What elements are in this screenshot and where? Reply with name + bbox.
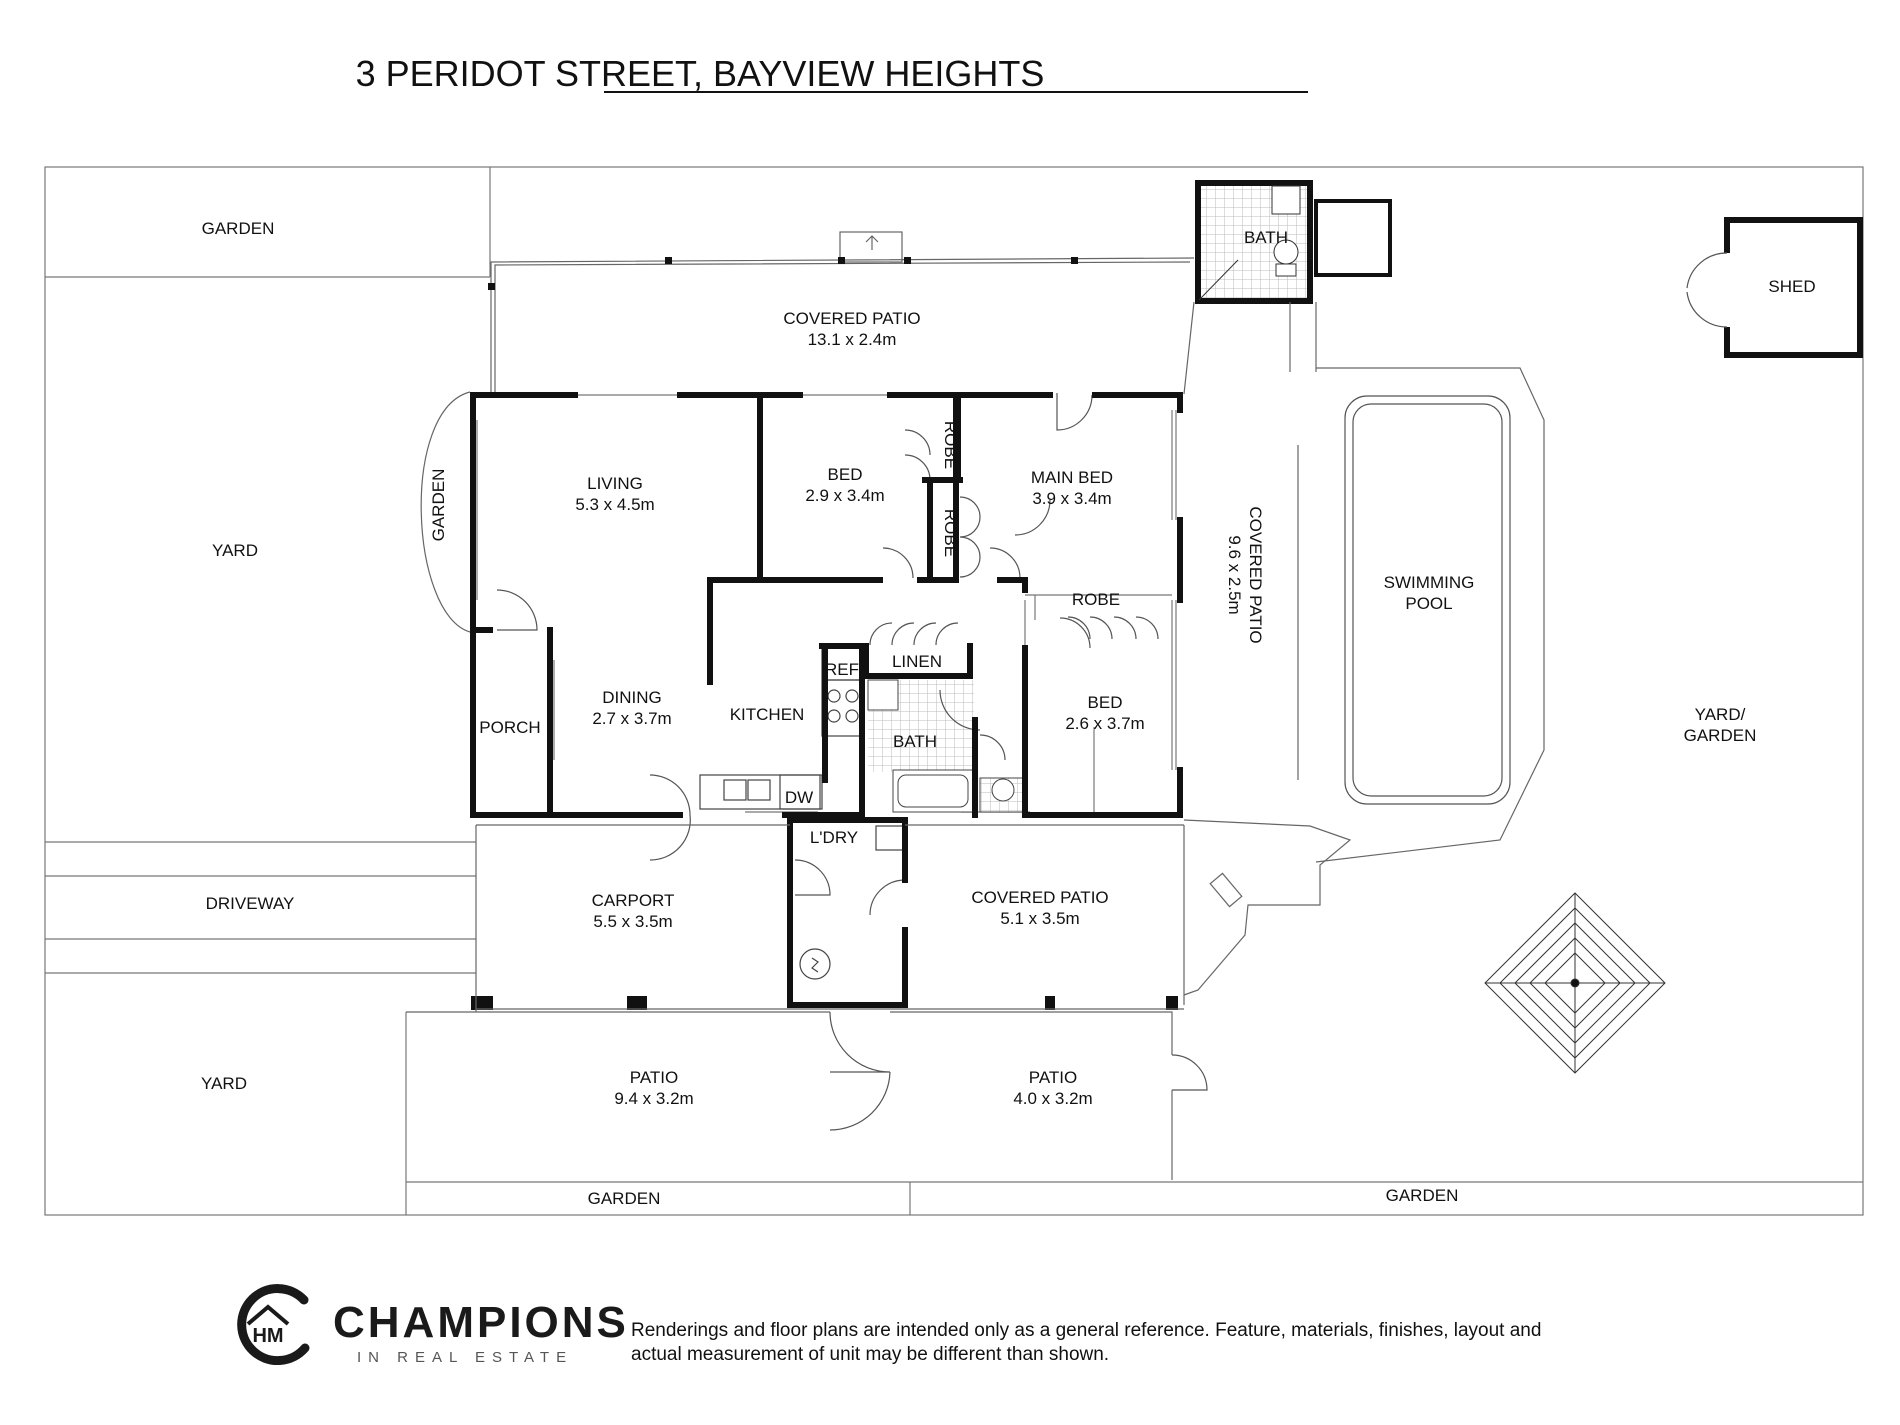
swimming-pool	[1344, 395, 1511, 805]
dw-label: DW	[785, 788, 813, 807]
living-name: LIVING	[587, 474, 643, 493]
shed	[1686, 217, 1863, 358]
robe-2-label: ROBE	[941, 509, 960, 557]
patio-left-size: 9.4 x 3.2m	[614, 1089, 693, 1108]
carport-size: 5.5 x 3.5m	[593, 912, 672, 931]
brand-logo: HM	[237, 1284, 310, 1366]
patio-left-name: PATIO	[630, 1068, 679, 1087]
laundry-fittings	[799, 825, 905, 980]
side-garden-bay	[420, 391, 471, 633]
garden-side-label: GARDEN	[429, 469, 448, 542]
door-swings	[496, 393, 1208, 1131]
yard-bottom-label: YARD	[201, 1074, 247, 1093]
garden-bottom-right-label: GARDEN	[1386, 1186, 1459, 1205]
covered-patio-rear-name: COVERED PATIO	[971, 888, 1108, 907]
bed-2-name: BED	[1088, 693, 1123, 712]
side-patio-outline	[1183, 301, 1545, 996]
walls	[470, 392, 1183, 1008]
covered-patio-side-size: 9.6 x 2.5m	[1225, 535, 1244, 614]
carport-name: CARPORT	[592, 891, 675, 910]
outdoor-outlines	[406, 824, 1185, 1180]
driveway-label: DRIVEWAY	[206, 894, 295, 913]
porch-label: PORCH	[479, 718, 540, 737]
yard-garden-line2: GARDEN	[1684, 726, 1757, 745]
bed-2-size: 2.6 x 3.7m	[1065, 714, 1144, 733]
yard-garden-line1: YARD/	[1695, 705, 1746, 724]
disclaimer-line-1: Renderings and floor plans are intended …	[631, 1320, 1541, 1341]
robe-1-label: ROBE	[941, 421, 960, 469]
yard-left-label: YARD	[212, 541, 258, 560]
covered-patio-side-name: COVERED PATIO	[1246, 506, 1265, 643]
dining-size: 2.7 x 3.7m	[592, 709, 671, 728]
dining-name: DINING	[602, 688, 662, 707]
main-bed-size: 3.9 x 3.4m	[1032, 489, 1111, 508]
outdoor-bath	[1195, 180, 1392, 304]
brand-name: CHAMPIONS	[333, 1298, 629, 1347]
patio-right-size: 4.0 x 3.2m	[1013, 1089, 1092, 1108]
garden-top-left-label: GARDEN	[202, 219, 275, 238]
laundry-label: L'DRY	[810, 828, 858, 847]
plan-title: 3 PERIDOT STREET, BAYVIEW HEIGHTS	[356, 53, 1045, 94]
robe-3-label: ROBE	[1072, 590, 1120, 609]
pool-label-line1: SWIMMING	[1384, 573, 1475, 592]
main-bed-name: MAIN BED	[1031, 468, 1113, 487]
bed-1-name: BED	[828, 465, 863, 484]
disclaimer-line-2: actual measurement of unit may be differ…	[631, 1344, 1109, 1365]
logo-letters: HM	[252, 1325, 283, 1347]
living-size: 5.3 x 4.5m	[575, 495, 654, 514]
site-boundary	[44, 166, 1864, 1216]
patio-posts	[488, 257, 1078, 290]
clothesline	[1484, 892, 1666, 1074]
main-bath-fittings	[867, 679, 1026, 813]
covered-patio-top-size: 13.1 x 2.4m	[808, 330, 897, 349]
outdoor-bath-label: BATH	[1244, 228, 1288, 247]
main-bath-label: BATH	[893, 732, 937, 751]
brand-tagline: IN REAL ESTATE	[357, 1349, 573, 1366]
pool-label-line2: POOL	[1405, 594, 1452, 613]
garden-bottom-left-label: GARDEN	[588, 1189, 661, 1208]
covered-patio-top-outline	[490, 231, 1195, 394]
ref-label: REF	[825, 660, 859, 679]
linen-label: LINEN	[892, 652, 942, 671]
kitchen-label: KITCHEN	[730, 705, 805, 724]
shed-label: SHED	[1768, 277, 1815, 296]
covered-patio-top-name: COVERED PATIO	[783, 309, 920, 328]
bed-1-size: 2.9 x 3.4m	[805, 486, 884, 505]
covered-patio-rear-size: 5.1 x 3.5m	[1000, 909, 1079, 928]
patio-right-name: PATIO	[1029, 1068, 1078, 1087]
